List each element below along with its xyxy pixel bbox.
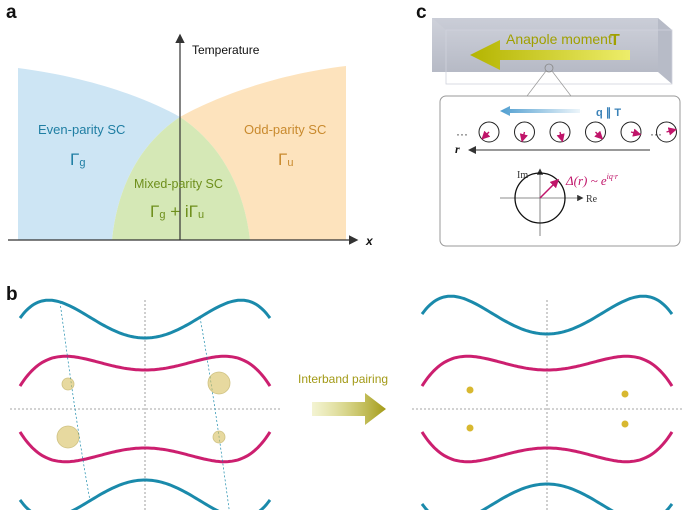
mixed-parity-label: Mixed-parity SC xyxy=(134,177,223,191)
anapole-arrow xyxy=(470,40,630,70)
temperature-label: Temperature xyxy=(192,43,260,57)
mixed-gamma-symbol: Γg + iΓu xyxy=(150,202,204,221)
delta-formula: Δ(r) ~ eiq·r xyxy=(565,172,619,188)
phase-arrow xyxy=(666,127,677,136)
blue-band-lower xyxy=(18,478,272,510)
phase-circles xyxy=(478,121,677,143)
panel-a: a Temperature x Even-parity SC Γg Odd-pa… xyxy=(6,2,374,248)
phase-arrow xyxy=(481,130,491,140)
ellipsis-right: ··· xyxy=(650,127,662,141)
phase-circle xyxy=(585,121,606,143)
gapped-magenta-lower xyxy=(420,431,674,464)
x-axis-label: x xyxy=(365,234,374,248)
q-arrow xyxy=(500,106,580,116)
phase-circle xyxy=(478,121,500,143)
prism-side xyxy=(658,18,672,84)
r-label: r xyxy=(455,142,460,156)
even-parity-region xyxy=(18,68,180,240)
panel-b-label: b xyxy=(6,284,18,305)
anapole-label: Anapole moment xyxy=(506,31,612,47)
q-label: q ∥ T xyxy=(596,107,621,119)
gap-marker xyxy=(466,386,474,394)
panel-c: c Anapole moment T q ∥ T ··· ··· r Im Re… xyxy=(416,2,681,247)
gap-marker xyxy=(621,420,629,428)
phase-unit-circle xyxy=(514,172,566,224)
gap-marker xyxy=(466,424,474,432)
magenta-band-upper xyxy=(18,354,272,387)
crossing-highlight xyxy=(56,425,80,449)
left-band-structure xyxy=(18,298,272,510)
panel-c-label: c xyxy=(416,2,427,23)
interband-label: Interband pairing xyxy=(298,372,388,386)
gapped-blue-upper xyxy=(420,294,674,336)
phase-arrow xyxy=(519,131,528,143)
detail-box xyxy=(439,95,681,247)
right-band-structure xyxy=(420,294,674,510)
panel-b: b Interband pairing xyxy=(6,284,682,510)
phase-vector xyxy=(539,178,560,199)
blue-band-upper xyxy=(18,298,272,340)
crossing-highlight xyxy=(212,430,226,444)
re-label: Re xyxy=(586,194,598,205)
odd-parity-label: Odd-parity SC xyxy=(244,122,326,137)
ellipsis-left: ··· xyxy=(456,127,468,141)
interband-arrow xyxy=(312,393,386,425)
crossing-highlight xyxy=(61,377,75,391)
phase-arrow xyxy=(630,128,642,137)
odd-parity-region xyxy=(180,66,346,240)
gapped-magenta-upper xyxy=(420,354,674,387)
gapped-blue-lower xyxy=(420,482,674,510)
gamma-g-symbol: Γg xyxy=(70,150,86,169)
anapole-symbol: T xyxy=(610,32,620,49)
crossing-highlight xyxy=(207,371,231,395)
panel-a-label: a xyxy=(6,2,17,23)
magenta-band-lower xyxy=(18,431,272,464)
crossing-highlights xyxy=(56,371,231,449)
anapole-prism xyxy=(432,18,658,72)
phase-arrow xyxy=(556,131,565,143)
im-label: Im xyxy=(517,170,528,181)
even-parity-label: Even-parity SC xyxy=(38,122,125,137)
mixed-parity-region xyxy=(112,117,250,240)
phase-arrow xyxy=(594,130,604,140)
gap-marker xyxy=(621,390,629,398)
gamma-u-symbol: Γu xyxy=(278,150,294,169)
